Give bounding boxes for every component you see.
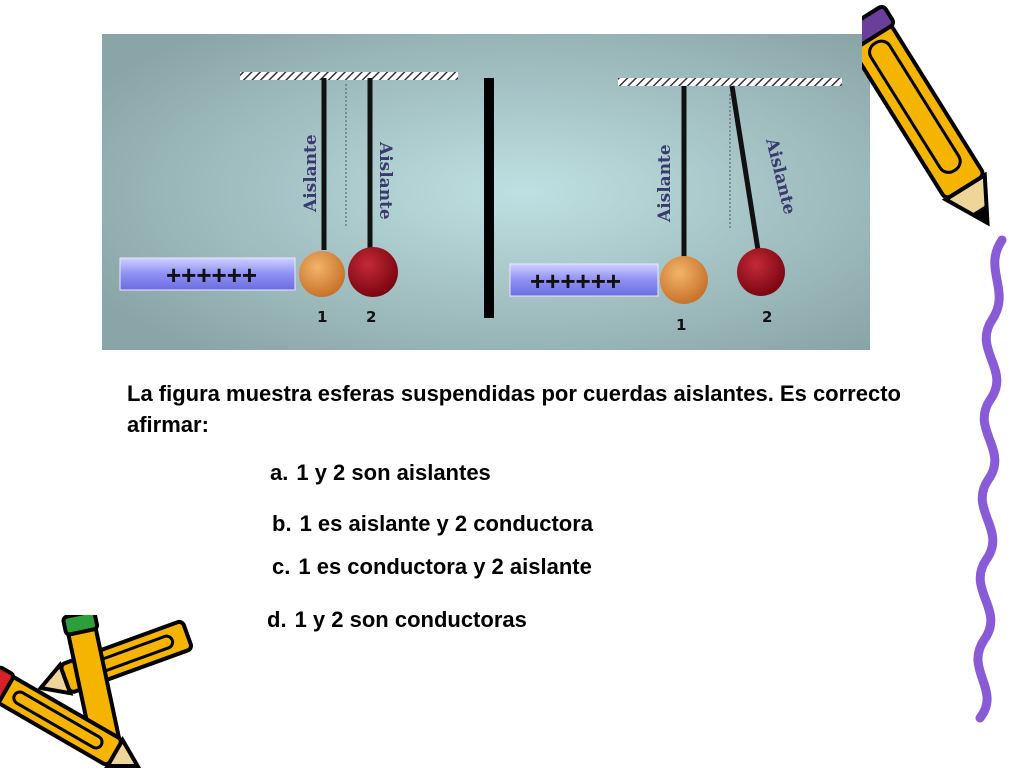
right-setup: Aislante Aislante ++++++ 1 2 — [509, 78, 842, 334]
right-sphere2-number: 2 — [762, 308, 772, 326]
option-d-text: 1 y 2 son conductoras — [294, 607, 527, 632]
left-sphere-2 — [348, 247, 398, 297]
pencil-icon — [837, 4, 990, 227]
right-sphere1-number: 1 — [676, 316, 686, 334]
left-rod-charge-label: ++++++ — [166, 260, 257, 290]
question-text: La figura muestra esferas suspendidas po… — [127, 381, 901, 437]
left-sphere1-number: 1 — [317, 308, 327, 326]
right-charged-rod — [509, 263, 659, 297]
crossed-pencils-icon — [0, 609, 210, 773]
option-c-text: 1 es conductora y 2 aislante — [298, 554, 592, 579]
right-string-2 — [729, 85, 761, 251]
left-setup: Aislante Aislante ++++++ 1 2 — [119, 72, 458, 326]
left-charged-rod — [119, 257, 296, 291]
option-b-letter: b. — [272, 511, 292, 536]
right-ceiling — [618, 78, 842, 86]
left-ceiling — [240, 72, 458, 80]
right-sphere-2 — [737, 248, 785, 296]
left-sphere2-number: 2 — [366, 308, 376, 326]
left-string1-label: Aislante — [301, 134, 321, 213]
option-c[interactable]: c. 1 es conductora y 2 aislante — [272, 554, 592, 580]
right-sphere-1 — [660, 256, 708, 304]
right-string1-label: Aislante — [655, 144, 675, 223]
option-b-text: 1 es aislante y 2 conductora — [299, 511, 594, 536]
option-d-letter: d. — [267, 607, 287, 632]
left-sphere-1 — [299, 251, 345, 297]
option-a[interactable]: a. 1 y 2 son aislantes — [270, 460, 491, 486]
option-d[interactable]: d. 1 y 2 son conductoras — [267, 607, 527, 633]
electrostatics-figure: Aislante Aislante ++++++ 1 2 Aislante Ai… — [102, 34, 870, 350]
right-rod-charge-label: ++++++ — [530, 266, 621, 296]
divider-bar — [484, 78, 494, 318]
option-b[interactable]: b. 1 es aislante y 2 conductora — [272, 511, 593, 537]
wavy-border-icon — [837, 0, 1024, 768]
option-c-letter: c. — [272, 554, 291, 579]
left-string2-label: Aislante — [375, 141, 395, 220]
option-a-text: 1 y 2 son aislantes — [296, 460, 491, 485]
figure-svg: Aislante Aislante ++++++ 1 2 Aislante Ai… — [102, 34, 870, 350]
option-a-letter: a. — [270, 460, 289, 485]
